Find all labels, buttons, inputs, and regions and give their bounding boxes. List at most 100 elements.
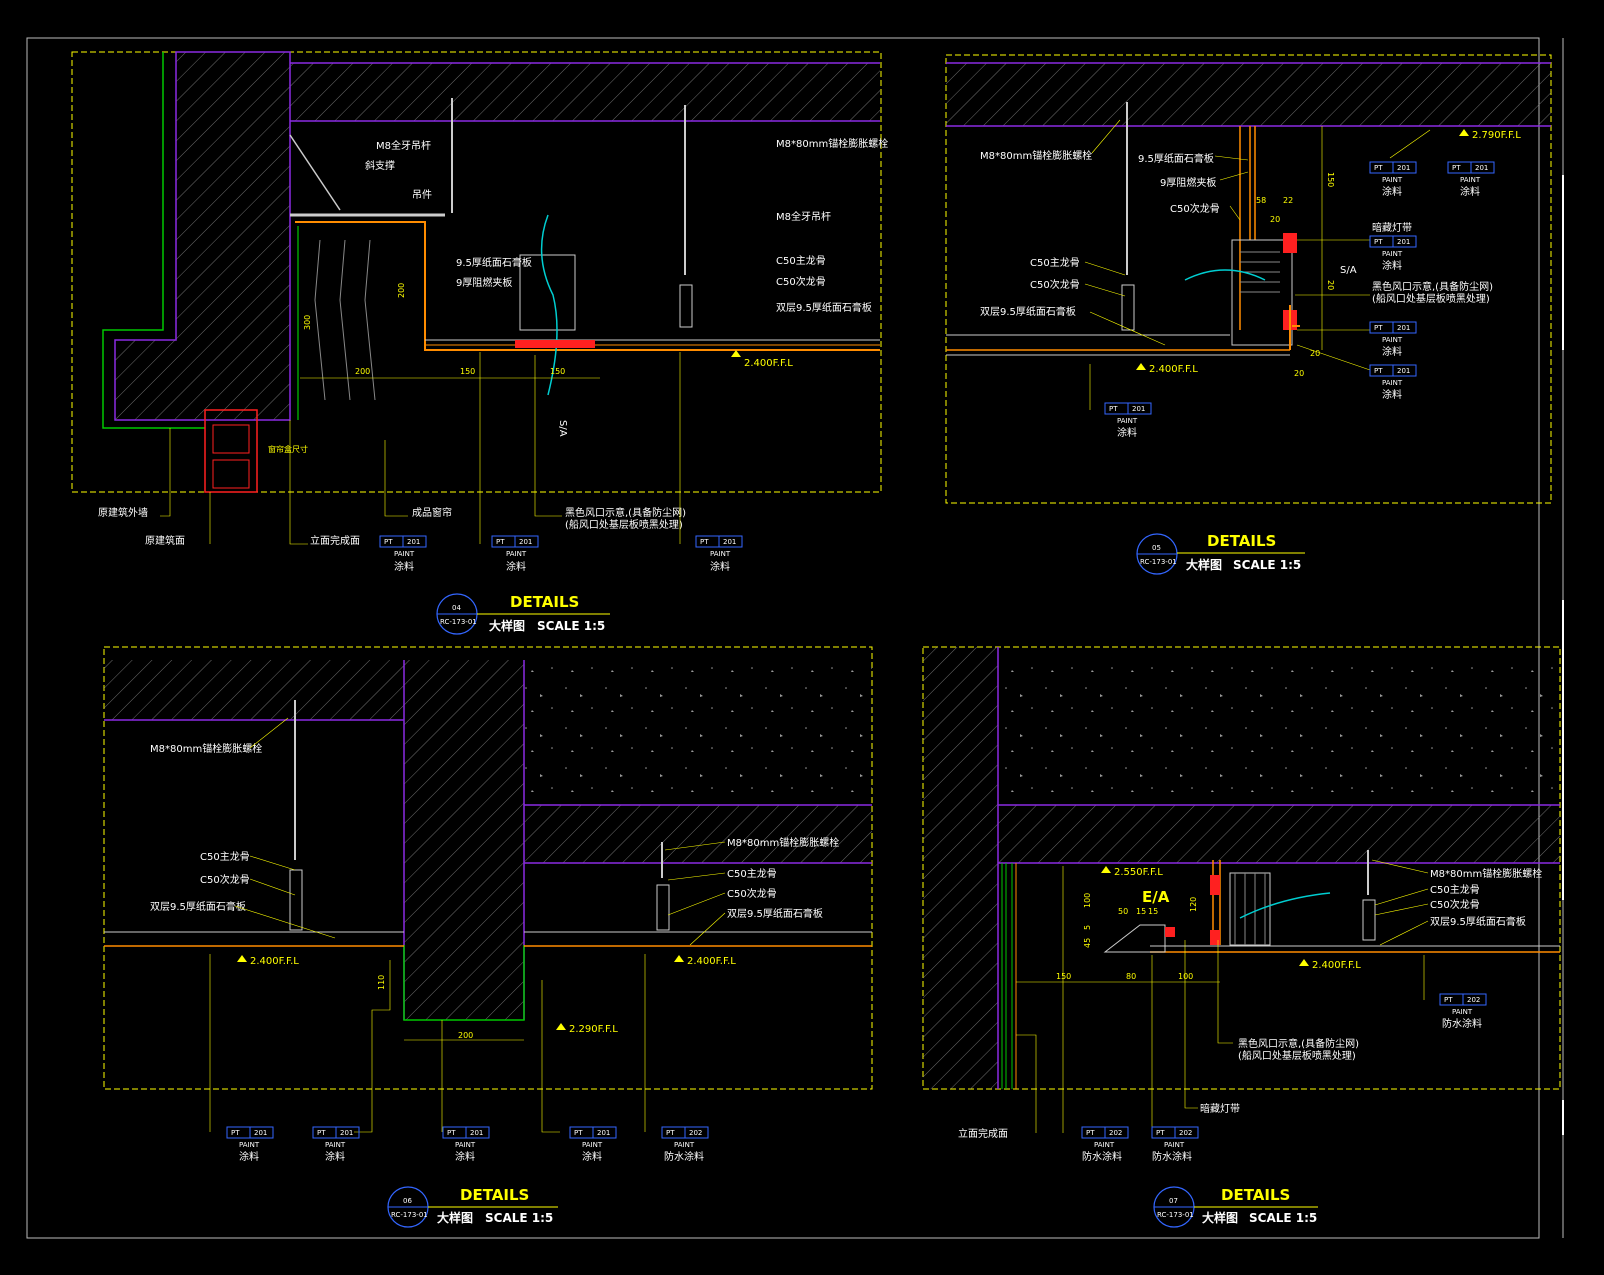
svg-text:PT: PT xyxy=(496,538,505,546)
label-d04-sa: S/A xyxy=(557,420,568,437)
label-d07-7: 立面完成面 xyxy=(958,1127,1008,1140)
label-d04-16: (船风口处基层板喷黑处理) xyxy=(565,518,683,531)
svg-text:PT: PT xyxy=(666,1129,675,1137)
dim-d07-2: 15 xyxy=(1136,907,1146,916)
level-d04: 2.400F.F.L xyxy=(744,358,793,369)
svg-text:PT: PT xyxy=(384,538,393,546)
dim-d07-8: 80 xyxy=(1126,972,1136,981)
svg-text:04: 04 xyxy=(452,604,461,612)
detail-04: 300 200 200 150 150 2.400F.F.L M8全牙吊杆 斜支… xyxy=(71,51,888,635)
label-d07-3: 双层9.5厚纸面石膏板 xyxy=(1430,915,1526,928)
svg-text:PAINT: PAINT xyxy=(325,1141,346,1149)
level-d07-a: 2.550F.F.L xyxy=(1114,867,1163,878)
svg-text:PT: PT xyxy=(317,1129,326,1137)
svg-text:201: 201 xyxy=(1132,405,1145,413)
svg-text:201: 201 xyxy=(519,538,532,546)
svg-text:PAINT: PAINT xyxy=(582,1141,603,1149)
label-d05-1: 9.5厚纸面石膏板 xyxy=(1138,152,1214,165)
dim-d05-5: 20 xyxy=(1294,369,1304,378)
svg-text:RC-173-01: RC-173-01 xyxy=(440,618,477,626)
svg-text:202: 202 xyxy=(1109,1129,1122,1137)
label-d04-0: M8全牙吊杆 xyxy=(376,139,431,152)
svg-text:201: 201 xyxy=(1397,164,1410,172)
svg-text:201: 201 xyxy=(1397,367,1410,375)
label-d06-2: C50次龙骨 xyxy=(200,873,250,886)
svg-text:DETAILS: DETAILS xyxy=(460,1186,529,1204)
tag-d06-3: PT 201 PAINT 涂料 xyxy=(569,1126,617,1163)
svg-text:201: 201 xyxy=(470,1129,483,1137)
label-d05-4: C50主龙骨 xyxy=(1030,256,1080,269)
svg-text:PT: PT xyxy=(1156,1129,1165,1137)
label-d06-5: C50主龙骨 xyxy=(727,867,777,880)
label-d04-12: 原建筑面 xyxy=(145,534,185,547)
label-d04-9: 双层9.5厚纸面石膏板 xyxy=(776,301,872,314)
svg-text:PAINT: PAINT xyxy=(394,550,415,558)
svg-text:PT: PT xyxy=(1452,164,1461,172)
label-d05-2: 9厚阻燃夹板 xyxy=(1160,176,1216,189)
tag-d06-4: PT 202 PAINT 防水涂料 xyxy=(661,1126,709,1163)
title-d07: 07 RC-173-01 DETAILS 大样图 SCALE 1:5 xyxy=(1153,1186,1318,1228)
label-d06-0: M8*80mm锚栓膨胀螺栓 xyxy=(150,742,262,755)
svg-text:涂料: 涂料 xyxy=(1382,259,1402,272)
svg-text:PT: PT xyxy=(1444,996,1453,1004)
svg-text:SCALE 1:5: SCALE 1:5 xyxy=(485,1211,553,1225)
svg-text:涂料: 涂料 xyxy=(710,560,730,573)
svg-text:PAINT: PAINT xyxy=(455,1141,476,1149)
svg-text:涂料: 涂料 xyxy=(582,1150,602,1163)
svg-text:PT: PT xyxy=(1374,324,1383,332)
label-d07-5: (船风口处基层板喷黑处理) xyxy=(1238,1049,1356,1062)
svg-text:PT: PT xyxy=(231,1129,240,1137)
column-hatch xyxy=(114,51,291,421)
svg-text:PT: PT xyxy=(574,1129,583,1137)
label-d07-2: C50次龙骨 xyxy=(1430,898,1480,911)
dim-d05-4: 20 xyxy=(1310,349,1320,358)
tag-d04-1: PT 201 PAINT 涂料 xyxy=(491,535,539,573)
label-d04-13: 立面完成面 xyxy=(310,534,360,547)
svg-text:大样图: 大样图 xyxy=(1186,557,1222,572)
svg-text:PT: PT xyxy=(447,1129,456,1137)
svg-text:202: 202 xyxy=(1467,996,1480,1004)
title-d06: 06 RC-173-01 DETAILS 大样图 SCALE 1:5 xyxy=(387,1186,558,1228)
svg-text:PT: PT xyxy=(1374,238,1383,246)
svg-text:202: 202 xyxy=(689,1129,702,1137)
svg-text:05: 05 xyxy=(1152,544,1161,552)
dim-200b: 200 xyxy=(355,367,370,376)
svg-text:PAINT: PAINT xyxy=(1094,1141,1115,1149)
slab-hatch xyxy=(290,63,880,121)
detail-06: 2.400F.F.L 2.400F.F.L 2.290F.F.L 200 110… xyxy=(103,646,873,1228)
svg-text:PAINT: PAINT xyxy=(674,1141,695,1149)
dim-d06-0: 200 xyxy=(458,1031,473,1040)
exterior-wall xyxy=(102,52,205,429)
label-d05-9: (船风口处基层板喷黑处理) xyxy=(1372,292,1490,305)
tag-d06-1: PT 201 PAINT 涂料 xyxy=(312,1126,360,1163)
label-d04-1: 斜支撑 xyxy=(365,159,395,172)
detail-05: 2.790F.F.L 2.400F.F.L 150 58 22 20 20 20… xyxy=(945,54,1552,575)
dim-d05-6: 20 xyxy=(1270,215,1280,224)
svg-text:PT: PT xyxy=(1374,164,1383,172)
dim-150a: 150 xyxy=(460,367,475,376)
svg-text:涂料: 涂料 xyxy=(1117,426,1137,439)
svg-text:防水涂料: 防水涂料 xyxy=(1442,1017,1482,1030)
svg-text:201: 201 xyxy=(597,1129,610,1137)
svg-text:涂料: 涂料 xyxy=(1382,388,1402,401)
label-d04-5: M8*80mm锚栓膨胀螺栓 xyxy=(776,137,888,150)
label-d06-7: 双层9.5厚纸面石膏板 xyxy=(727,907,823,920)
title-d05: 05 RC-173-01 DETAILS 大样图 SCALE 1:5 xyxy=(1136,532,1305,575)
tag-d07-0: PT 202 PAINT 防水涂料 xyxy=(1081,1126,1129,1163)
label-d05-8: 黑色风口示意,(具备防尘网) xyxy=(1372,280,1493,293)
dim-150b: 150 xyxy=(550,367,565,376)
svg-text:SCALE 1:5: SCALE 1:5 xyxy=(537,619,605,633)
sheet-border xyxy=(26,37,1540,1239)
label-d04-4: 9厚阻燃夹板 xyxy=(456,276,512,289)
label-d04-6: M8全牙吊杆 xyxy=(776,210,831,223)
svg-text:PAINT: PAINT xyxy=(1382,379,1403,387)
dim-d07-3: 15 xyxy=(1148,907,1158,916)
svg-text:大样图: 大样图 xyxy=(437,1210,473,1225)
label-d04-8: C50次龙骨 xyxy=(776,275,826,288)
tag-d06-2: PT 201 PAINT 涂料 xyxy=(442,1126,490,1163)
svg-text:PT: PT xyxy=(1374,367,1383,375)
svg-text:201: 201 xyxy=(723,538,736,546)
svg-text:202: 202 xyxy=(1179,1129,1192,1137)
dim-d07-7: 150 xyxy=(1056,972,1071,981)
label-d07-0: M8*80mm锚栓膨胀螺栓 xyxy=(1430,867,1542,880)
